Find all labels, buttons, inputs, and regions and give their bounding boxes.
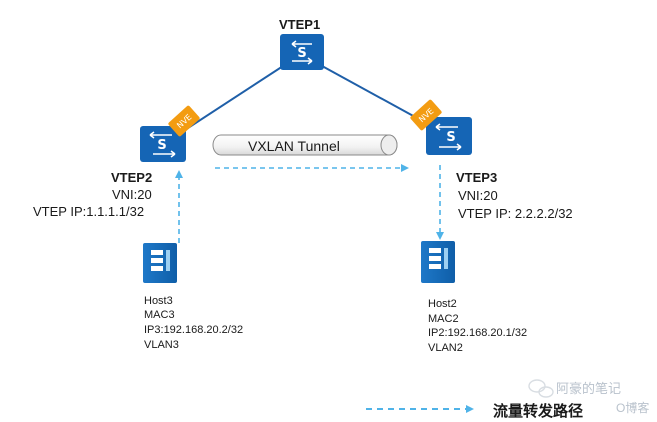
- vtep3-nve-badge: NVE: [410, 99, 442, 131]
- vtep2-switch-icon: S: [140, 126, 186, 162]
- host3-name: Host3: [144, 295, 173, 307]
- vtep3-label: VTEP3: [456, 170, 498, 185]
- vtep2-label: VTEP2: [111, 170, 153, 185]
- host2-vlan: VLAN2: [428, 342, 463, 354]
- host2-mac: MAC2: [428, 313, 459, 325]
- svg-text:S: S: [297, 46, 306, 61]
- watermark-subtext: O博客: [616, 401, 650, 415]
- vtep1-label: VTEP1: [279, 17, 321, 32]
- host2-server-icon: [421, 241, 455, 283]
- host3-mac: MAC3: [144, 309, 175, 321]
- host3-server-icon: [143, 243, 177, 283]
- svg-text:S: S: [157, 138, 166, 153]
- wechat-watermark-icon: [528, 379, 554, 398]
- vtep1-switch-icon: S: [280, 34, 324, 70]
- vxlan-tunnel: [212, 134, 398, 156]
- host3-vlan: VLAN3: [144, 339, 179, 351]
- vtep3-vtep-ip: VTEP IP: 2.2.2.2/32: [458, 206, 573, 221]
- host3-ip: IP3:192.168.20.2/32: [144, 324, 244, 336]
- vtep2-vni: VNI:20: [112, 187, 152, 202]
- vtep2-nve-badge: NVE: [168, 105, 200, 137]
- legend-label: 流量转发路径: [493, 403, 584, 420]
- host2-ip: IP2:192.168.20.1/32: [428, 327, 528, 339]
- vtep2-vtep-ip: VTEP IP:1.1.1.1/32: [33, 204, 145, 219]
- svg-text:S: S: [446, 130, 455, 145]
- host2-name: Host2: [428, 298, 457, 310]
- vxlan-tunnel-label: VXLAN Tunnel: [248, 138, 340, 154]
- watermark-text: 阿豪的笔记: [556, 381, 622, 396]
- vtep3-switch-icon: S: [426, 117, 472, 155]
- vtep3-vni: VNI:20: [458, 188, 498, 203]
